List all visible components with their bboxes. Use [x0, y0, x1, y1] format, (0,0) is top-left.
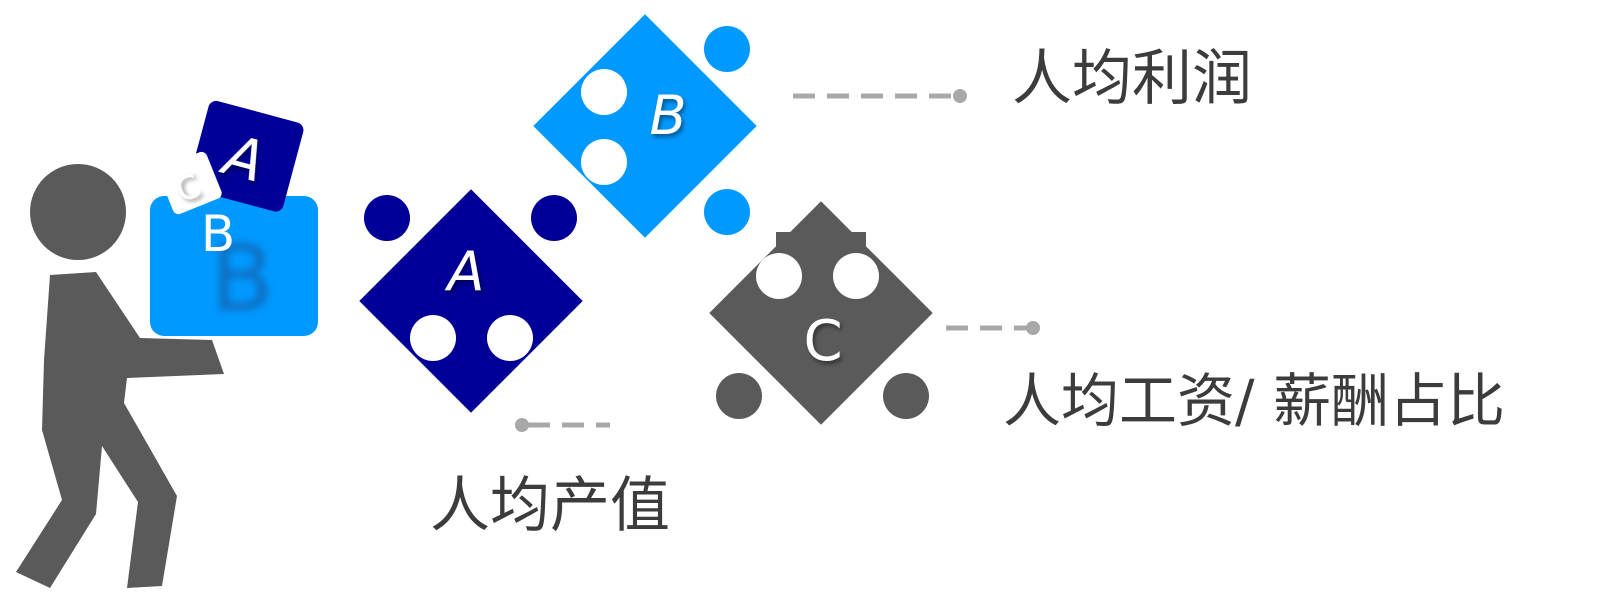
connector-profit — [793, 89, 967, 103]
connector-salary — [946, 321, 1040, 335]
label-profit: 人均利润 — [1012, 44, 1252, 114]
connector-output — [515, 418, 610, 432]
carried-box-watermark: B — [210, 225, 273, 332]
small-block-c: C — [158, 151, 222, 215]
person-head — [30, 164, 126, 260]
puzzle-piece-a-letter: A — [445, 240, 485, 303]
person-figure: B B A C — [16, 100, 318, 588]
puzzle-piece-c: C — [709, 201, 933, 425]
puzzle-piece-b-letter: B — [649, 84, 686, 147]
carried-box-letter: B — [201, 205, 235, 263]
puzzle-piece-c-letter: C — [803, 309, 842, 374]
puzzle-piece-a: A — [359, 189, 583, 413]
label-output: 人均产值 — [430, 471, 670, 541]
carried-box-b — [150, 196, 318, 336]
label-salary: 人均工资/ 薪酬占比 — [1003, 367, 1505, 435]
person-body — [16, 272, 224, 588]
